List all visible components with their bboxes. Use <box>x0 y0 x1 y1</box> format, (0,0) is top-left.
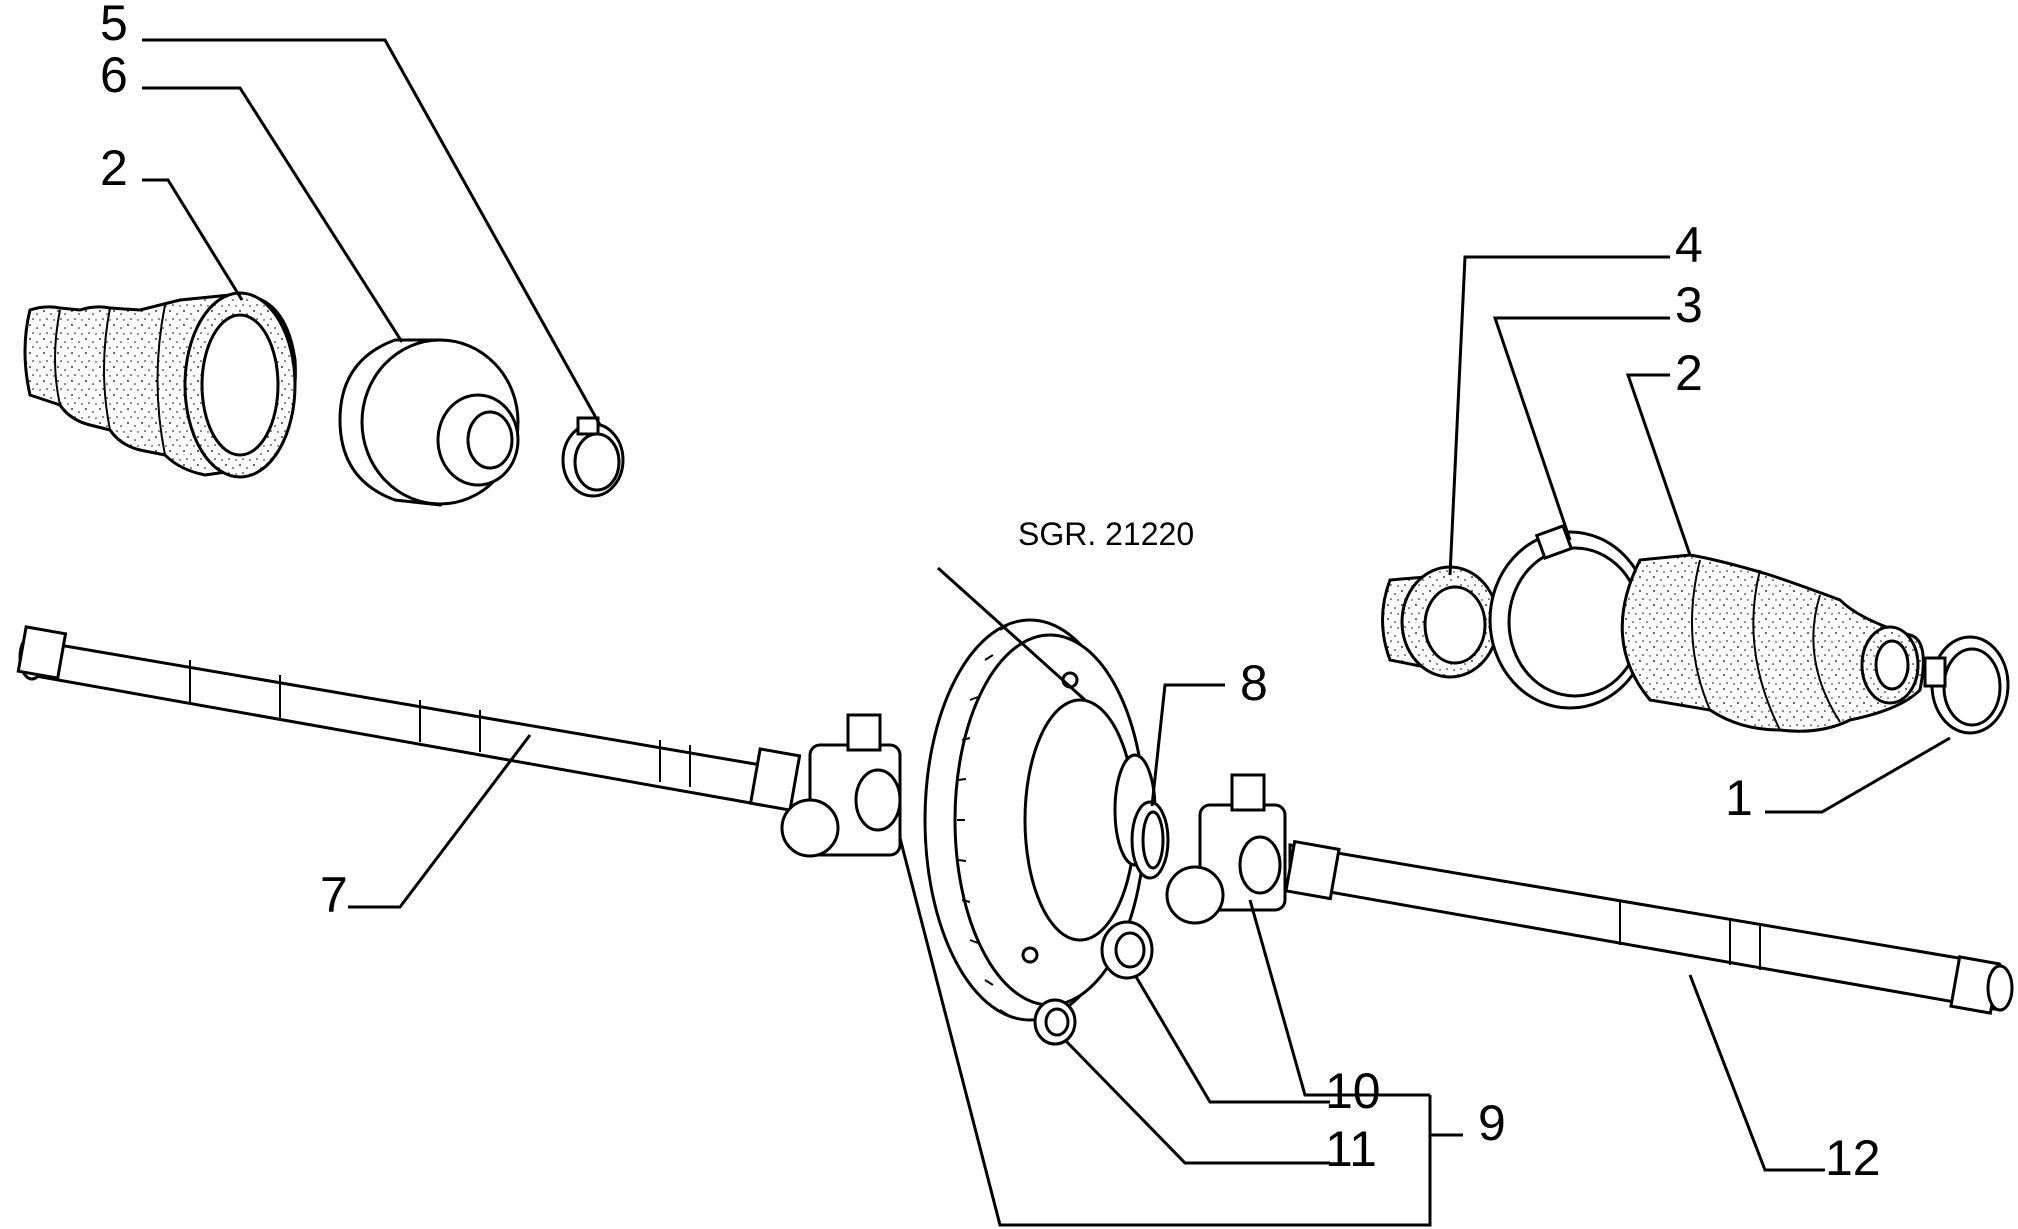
right-side-gear <box>1165 773 1287 925</box>
right-small-boot <box>1381 565 1500 679</box>
callout-6: 6 <box>100 47 128 103</box>
left-boot <box>23 291 297 479</box>
right-large-clamp <box>1488 524 1652 710</box>
left-shaft <box>16 625 802 812</box>
leader-lines <box>142 38 1951 1227</box>
callout-7: 7 <box>320 867 348 923</box>
callout-2-left: 2 <box>100 140 128 196</box>
ring-gear <box>923 618 1157 1022</box>
reference-label: SGR. 21220 <box>1018 516 1194 552</box>
cv-joint-housing <box>338 338 520 507</box>
callout-9: 9 <box>1478 1095 1506 1151</box>
callout-2-right: 2 <box>1675 345 1703 401</box>
right-shaft <box>1284 839 2014 1015</box>
right-small-clamp <box>1923 635 2010 735</box>
small-clamp <box>561 416 625 498</box>
right-boot <box>1620 553 1925 733</box>
callout-8: 8 <box>1240 655 1268 711</box>
callout-1: 1 <box>1725 770 1753 826</box>
washer-8 <box>1130 800 1170 880</box>
callout-3: 3 <box>1675 277 1703 333</box>
washer-10 <box>1100 920 1154 980</box>
washer-11 <box>1033 998 1077 1046</box>
left-side-gear <box>780 713 902 858</box>
callout-12: 12 <box>1825 1130 1881 1186</box>
callout-5: 5 <box>100 0 128 51</box>
callout-10: 10 <box>1325 1063 1381 1119</box>
callout-4: 4 <box>1675 217 1703 273</box>
callout-11: 11 <box>1325 1121 1377 1177</box>
